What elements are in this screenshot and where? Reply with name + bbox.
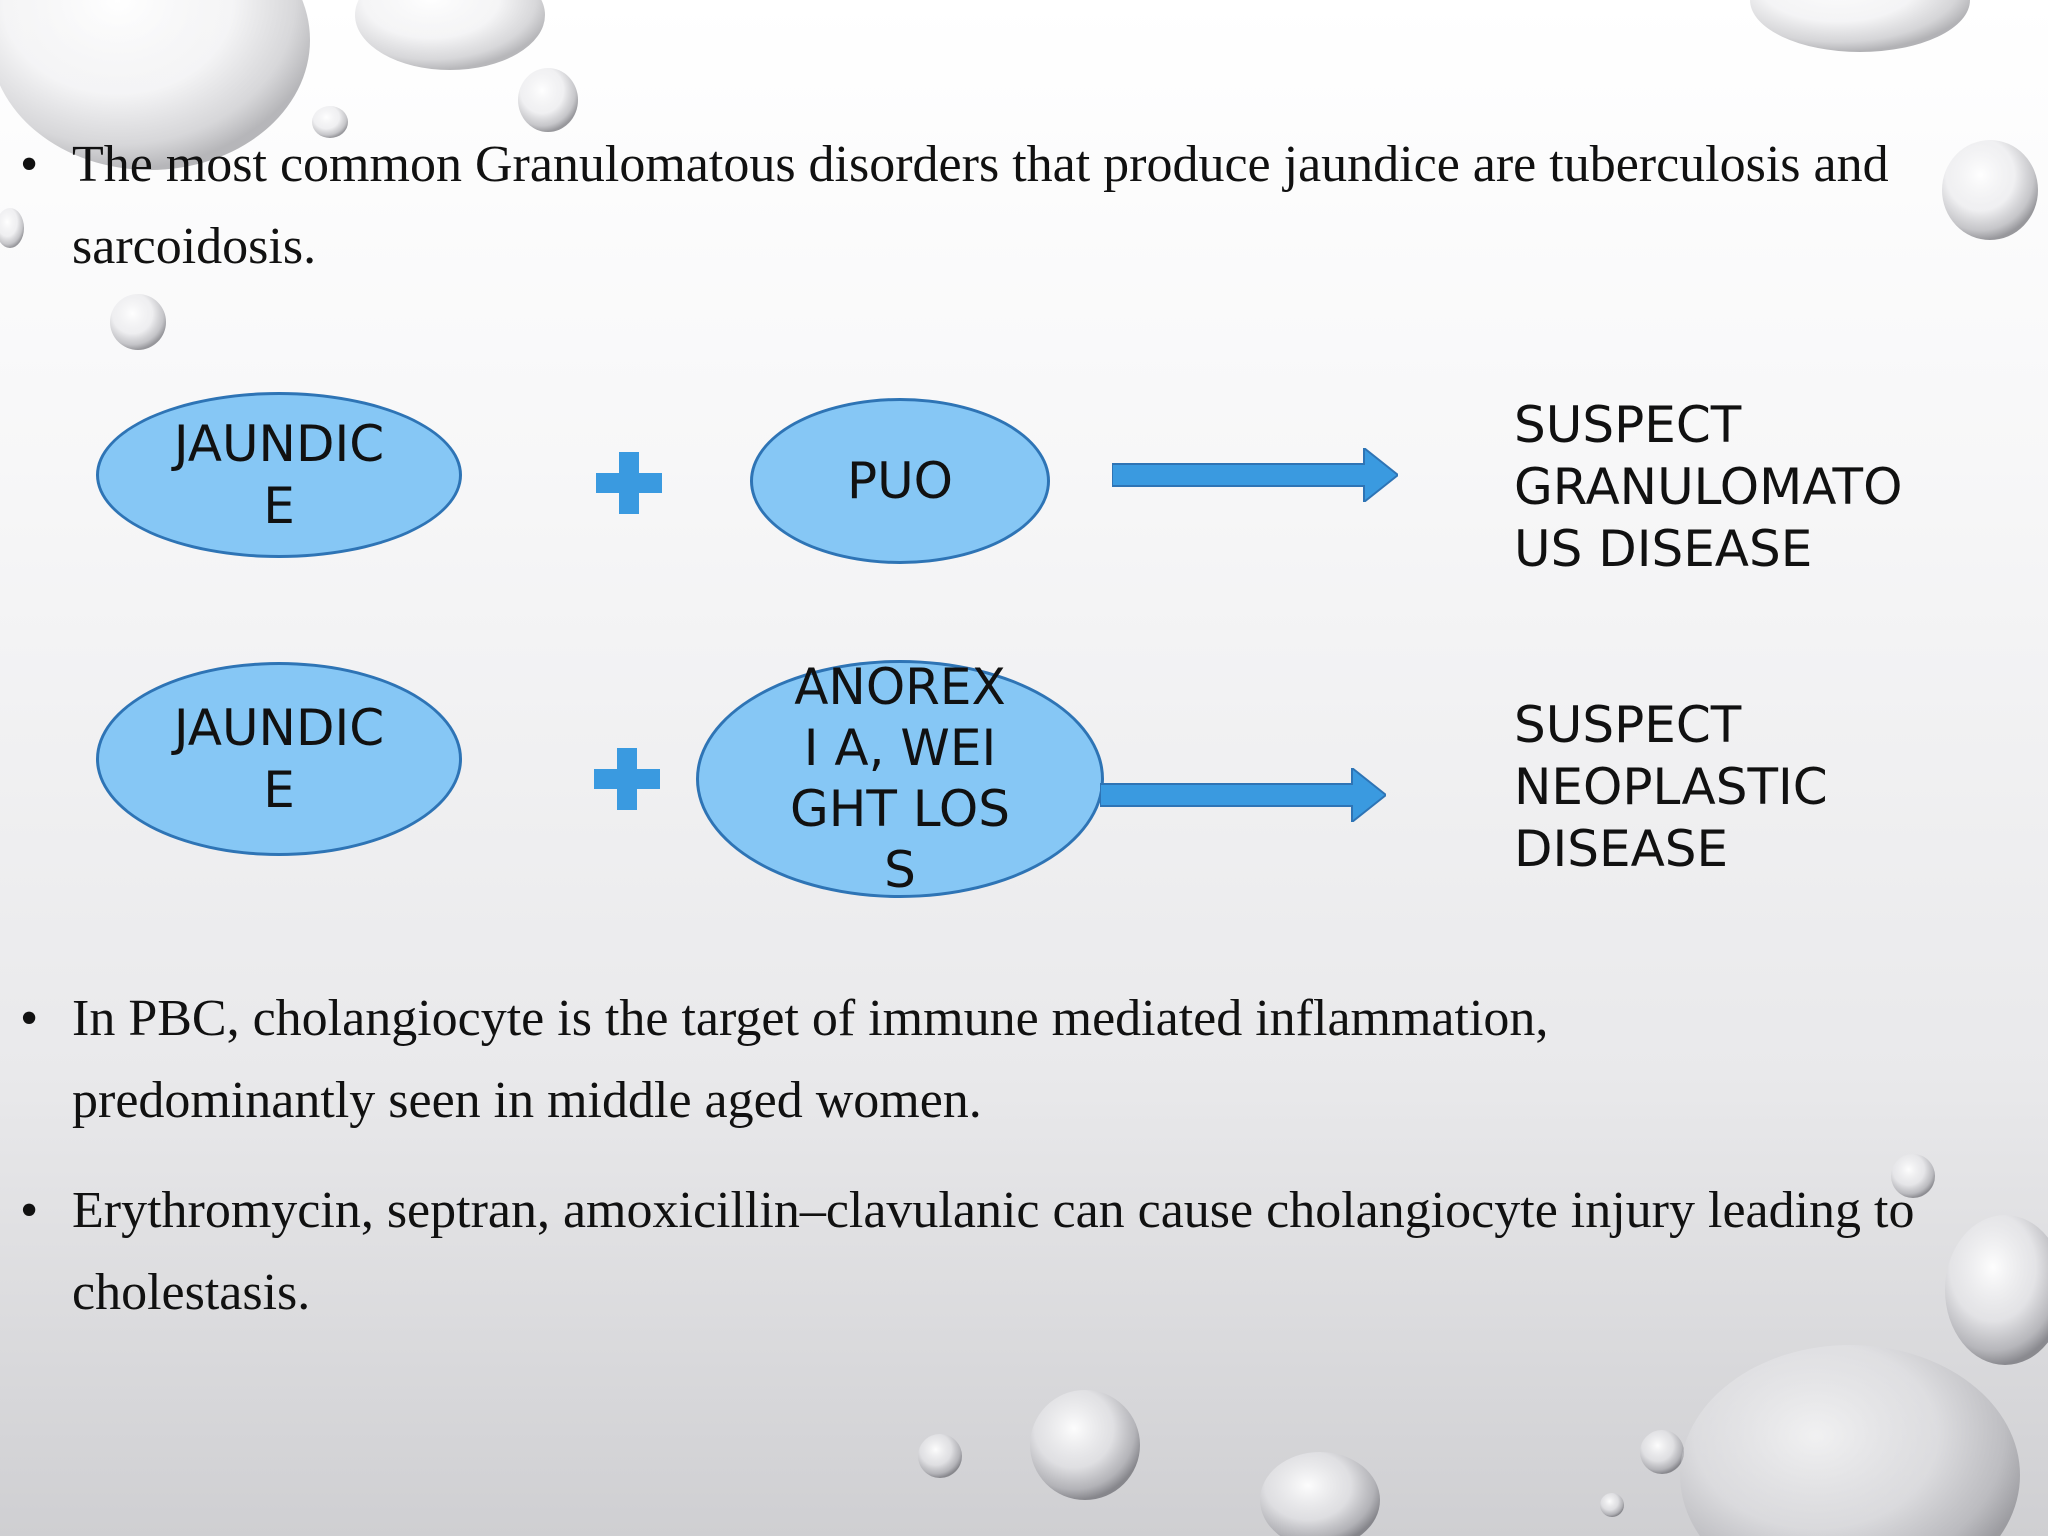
- ellipse-puo: PUO: [750, 398, 1050, 564]
- bullet-marker: •: [20, 1182, 39, 1239]
- bullet-granulomatous: • The most common Granulomatous disorder…: [20, 124, 2020, 294]
- bullet-marker: •: [20, 136, 39, 193]
- bullet-text: Erythromycin, septran, amoxicillin–clavu…: [72, 1182, 1915, 1321]
- ellipse-label: JAUNDIC E: [173, 699, 385, 819]
- ellipse-jaundice-row2: JAUNDIC E: [96, 662, 462, 856]
- outcome-granulomatous: SUSPECT GRANULOMATO US DISEASE: [1514, 396, 1903, 578]
- bullet-marker: •: [20, 990, 39, 1047]
- ellipse-jaundice-row1: JAUNDIC E: [96, 392, 462, 558]
- ellipse-label: JAUNDIC E: [173, 415, 385, 535]
- bullet-pbc: • In PBC, cholangiocyte is the target of…: [20, 978, 2020, 1148]
- plus-icon: [594, 748, 660, 810]
- right-arrow-icon: [1100, 768, 1386, 822]
- ellipse-label: PUO: [846, 452, 954, 510]
- ellipse-label: ANOREXI A, WEIGHT LOSS: [790, 658, 1010, 899]
- bullet-text: In PBC, cholangiocyte is the target of i…: [72, 990, 1549, 1129]
- right-arrow-icon: [1112, 448, 1398, 502]
- bullet-text: The most common Granulomatous disorders …: [72, 136, 1889, 275]
- plus-icon: [596, 452, 662, 514]
- ellipse-anorexia-weight-loss: ANOREXI A, WEIGHT LOSS: [696, 658, 1104, 899]
- bullet-drugs: • Erythromycin, septran, amoxicillin–cla…: [20, 1170, 2048, 1340]
- outcome-neoplastic: SUSPECT NEOPLASTIC DISEASE: [1514, 696, 1828, 878]
